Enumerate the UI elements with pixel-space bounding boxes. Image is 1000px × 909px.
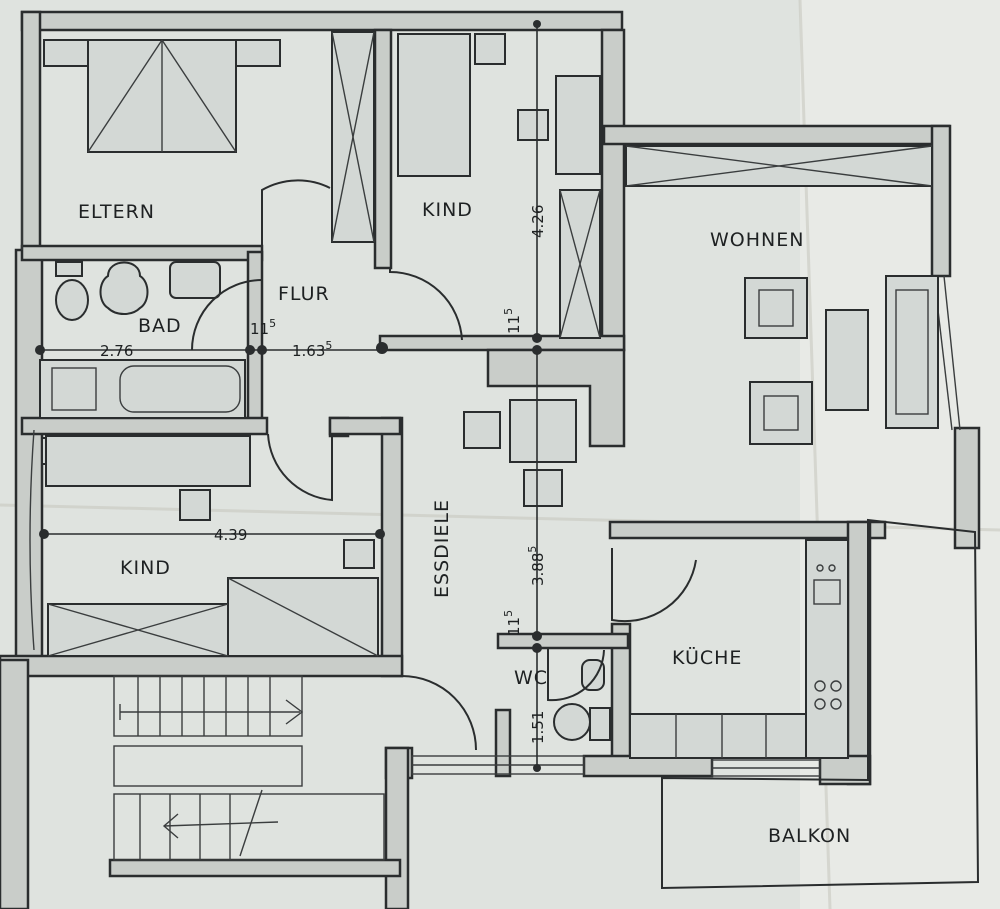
wall-kind-right — [600, 28, 626, 352]
kind-left-stool — [343, 539, 375, 569]
label-eltern: ELTERN — [78, 201, 155, 223]
wohnen-coffee-table — [825, 309, 869, 411]
label-bad: BAD — [138, 315, 182, 337]
wall-stair-bottom — [108, 858, 402, 878]
door-eltern — [261, 179, 331, 246]
wohnen-armchair-bottom — [749, 381, 813, 445]
bad-sink — [99, 261, 149, 315]
bad-bathtub — [39, 359, 246, 419]
stairs-lower — [113, 793, 385, 861]
label-wohnen: WOHNEN — [710, 229, 804, 251]
wall-kueche-right — [846, 520, 872, 786]
wall-stair-right — [384, 746, 410, 909]
essdiele-chair-bottom — [523, 469, 563, 507]
wall-bad-right — [246, 250, 264, 434]
balkon-outline — [661, 518, 980, 890]
label-essdiele: ESSDIELE — [431, 499, 453, 598]
wall-eltern-kind — [373, 28, 393, 270]
window-wohnen-right — [943, 275, 961, 431]
bad-washbasin — [169, 261, 221, 299]
wall-left-lower — [14, 248, 44, 662]
kind-top-stool — [474, 33, 506, 65]
dim-bad-width: 2.76 — [100, 342, 133, 360]
furniture — [39, 31, 939, 759]
label-balkon: BALKON — [768, 825, 851, 847]
kueche-counter-right — [805, 539, 849, 759]
label-wc: WC — [514, 667, 548, 689]
door-kueche — [611, 548, 697, 623]
kind-left-chair — [179, 489, 211, 521]
dim-wc-depth: 1.51 — [529, 711, 547, 744]
doors — [191, 179, 697, 751]
dim-wall-c: 115 — [502, 610, 523, 636]
kueche-counter-bottom — [629, 713, 807, 759]
wall-left-upper — [20, 10, 42, 254]
eltern-nightstand-left — [43, 39, 89, 67]
stairs-upper — [113, 675, 303, 737]
stairs-arrow-up — [285, 699, 304, 725]
kueche-stove — [814, 680, 826, 692]
wall-wc-left — [494, 708, 512, 778]
dim-essdiele-depth: 3.885 — [526, 546, 547, 586]
stairs-arrow-down — [162, 813, 179, 839]
label-kind-top: KIND — [422, 199, 473, 221]
dim-kind-left-width: 4.39 — [214, 526, 247, 544]
wall-kind-left-top — [328, 416, 402, 436]
bad-cabinet — [55, 261, 83, 277]
door-entrance — [401, 675, 477, 751]
wall-eltern-bottom — [20, 244, 264, 262]
wall-wc-top — [496, 632, 630, 650]
stairs-landing — [113, 745, 303, 787]
kind-top-desk — [555, 75, 601, 175]
eltern-nightstand-right — [235, 39, 281, 67]
wall-wohnen-right-upper — [930, 124, 952, 278]
window-kind-left — [29, 429, 35, 651]
wall-kind-left-bottom — [0, 654, 404, 678]
dim-wall-a: 115 — [250, 317, 276, 338]
bad-toilet — [55, 279, 89, 321]
dim-wall-b: 115 — [502, 308, 523, 334]
wall-bad-bottom — [20, 416, 269, 436]
kueche-sink — [813, 579, 841, 605]
wall-kind-left-right — [380, 416, 404, 678]
label-flur: FLUR — [278, 283, 330, 305]
wall-column-essdiele — [486, 348, 626, 448]
staircase — [113, 675, 385, 861]
essdiele-chair-left — [463, 411, 501, 449]
dimension-labels: 2.76 115 1.635 4.26 115 4.39 3.885 115 1… — [100, 205, 547, 744]
walls — [0, 10, 981, 909]
kind-left-desk — [45, 435, 251, 487]
wall-stair-left — [0, 658, 30, 909]
wall-wohnen-right-lower — [953, 426, 981, 550]
wohnen-sofa — [885, 275, 939, 429]
door-wc — [547, 648, 605, 702]
wall-top — [20, 10, 624, 32]
kind-top-bed — [397, 33, 471, 177]
dim-kind-top-depth: 4.26 — [529, 205, 547, 238]
door-kind-left — [267, 433, 333, 502]
door-kind-top — [389, 268, 463, 341]
label-kind-left: KIND — [120, 557, 171, 579]
dimension-lines — [35, 20, 542, 772]
room-labels: ELTERN KIND WOHNEN FLUR BAD KIND ESSDIEL… — [78, 199, 851, 847]
door-bad — [191, 279, 263, 351]
wc-sink — [581, 659, 605, 691]
wc-toilet — [553, 703, 591, 741]
wall-wohnen-top — [602, 124, 951, 146]
wall-kueche-top — [608, 520, 887, 540]
kind-top-chair — [517, 109, 549, 141]
wohnen-armchair-top — [744, 277, 808, 339]
essdiele-dining-table — [509, 399, 577, 463]
dim-flur-width: 1.635 — [292, 339, 332, 360]
label-kueche: KÜCHE — [672, 646, 742, 669]
